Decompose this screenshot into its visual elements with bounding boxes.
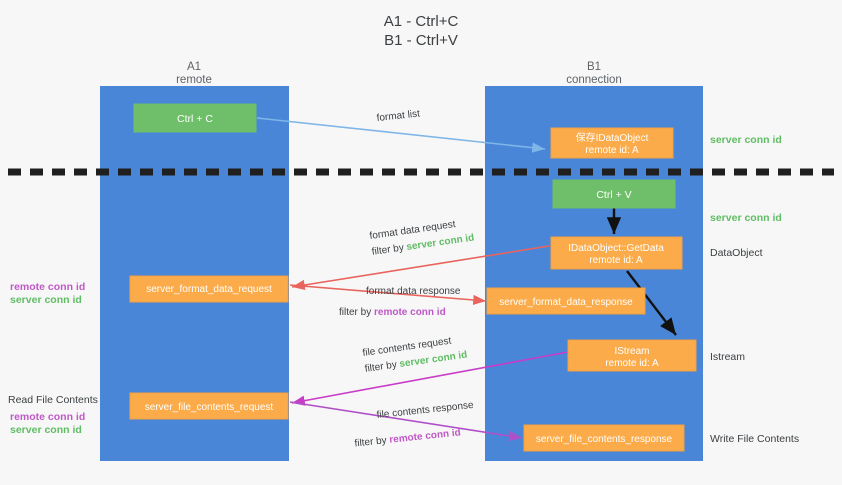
node-idataobject-getdata-line2: remote id: A xyxy=(589,255,643,266)
arrow-file-contents-response xyxy=(289,401,523,442)
arrow-file-contents-request xyxy=(291,351,569,406)
annotation-right-dataobject: DataObject xyxy=(710,247,763,259)
node-idataobject-getdata-line1: IDataObject::GetData xyxy=(568,243,664,254)
annotation-left-remote-conn-id-2: remote conn id xyxy=(10,411,85,423)
node-server-file-contents-response-label: server_file_contents_response xyxy=(536,434,673,445)
node-idataobject-getdata[interactable]: IDataObject::GetData remote id: A xyxy=(550,236,683,270)
filter-value-server-conn-id-2: server conn id xyxy=(399,350,468,370)
node-server-file-contents-request-label: server_file_contents_request xyxy=(145,402,274,413)
annotation-left-read-file-contents: Read File Contents xyxy=(8,394,98,406)
filter-prefix-4: filter by xyxy=(354,435,390,450)
annotation-right-write-file-contents: Write File Contents xyxy=(710,433,799,445)
node-server-file-contents-response[interactable]: server_file_contents_response xyxy=(523,424,685,452)
edge-label-format-data-response-text: format data response xyxy=(366,286,461,297)
node-ctrl-v[interactable]: Ctrl + V xyxy=(552,179,676,209)
node-istream-box xyxy=(567,339,697,372)
title-line-1: A1 - Ctrl+C xyxy=(384,13,459,30)
arrow-format-data-response xyxy=(289,284,487,306)
filter-value-remote-conn-id-2: remote conn id xyxy=(389,427,461,445)
node-idataobject-getdata-box xyxy=(550,236,683,270)
edge-label-format-data-request: format data request filter by server con… xyxy=(369,219,475,258)
annotation-left-server-conn-id-2: server conn id xyxy=(10,424,82,436)
node-save-idataobject-box xyxy=(550,127,674,159)
column-a1-sub: remote xyxy=(176,74,212,86)
edge-label-format-data-response-filter: filter by remote conn id xyxy=(339,307,446,318)
node-server-format-data-request-label: server_format_data_request xyxy=(146,284,272,295)
node-ctrl-c[interactable]: Ctrl + C xyxy=(133,103,257,133)
title-line-2: B1 - Ctrl+V xyxy=(384,32,458,49)
node-istream-line2: remote id: A xyxy=(605,358,659,369)
node-server-file-contents-request-box xyxy=(129,392,289,420)
column-b1-name: B1 xyxy=(587,61,601,73)
edge-label-format-data-response: format data response filter by remote co… xyxy=(339,286,461,318)
edge-label-file-contents-request: file contents request filter by server c… xyxy=(362,336,468,375)
annotation-right-server-conn-id-2: server conn id xyxy=(710,212,782,224)
node-server-format-data-request-box xyxy=(129,275,289,303)
node-istream-line1: IStream xyxy=(614,346,649,357)
node-server-format-data-response[interactable]: server_format_data_response xyxy=(486,287,646,315)
edge-label-file-contents-response-text: file contents response xyxy=(376,400,474,421)
arrow-format-data-request xyxy=(291,245,550,291)
filter-value-remote-conn-id-1: remote conn id xyxy=(374,307,446,318)
node-server-format-data-response-box xyxy=(486,287,646,315)
annotation-right-server-conn-id-1: server conn id xyxy=(710,134,782,146)
node-save-idataobject-line1: 保存IDataObject xyxy=(576,131,649,144)
arrow-getdata-to-istream xyxy=(626,270,677,336)
node-ctrl-c-label: Ctrl + C xyxy=(177,113,213,125)
annotation-left-remote-conn-id-1: remote conn id xyxy=(10,281,85,293)
filter-prefix-3: filter by xyxy=(364,359,400,375)
node-save-idataobject-line2: remote id: A xyxy=(585,145,639,156)
node-ctrl-v-label: Ctrl + V xyxy=(596,189,631,201)
filter-prefix-2: filter by xyxy=(339,307,374,318)
node-server-format-data-response-label: server_format_data_response xyxy=(499,297,633,308)
edge-label-format-list: format list xyxy=(376,108,420,123)
annotation-right-istream: Istream xyxy=(710,351,745,363)
filter-value-server-conn-id-1: server conn id xyxy=(406,233,475,253)
node-save-idataobject[interactable]: 保存IDataObject remote id: A xyxy=(550,127,674,159)
node-istream[interactable]: IStream remote id: A xyxy=(567,339,697,372)
edge-label-file-contents-response: file contents response filter by remote … xyxy=(354,400,474,450)
annotation-left-server-conn-id-1: server conn id xyxy=(10,294,82,306)
node-server-file-contents-request[interactable]: server_file_contents_request xyxy=(129,392,289,420)
arrow-format-list xyxy=(256,117,546,153)
column-b1-sub: connection xyxy=(566,74,622,86)
node-ctrl-c-box xyxy=(133,103,257,133)
column-a1-name: A1 xyxy=(187,61,201,73)
edge-label-file-contents-response-filter: filter by remote conn id xyxy=(354,427,461,449)
filter-prefix-1: filter by xyxy=(371,242,407,258)
node-ctrl-v-box xyxy=(552,179,676,209)
node-server-file-contents-response-box xyxy=(523,424,685,452)
node-server-format-data-request[interactable]: server_format_data_request xyxy=(129,275,289,303)
